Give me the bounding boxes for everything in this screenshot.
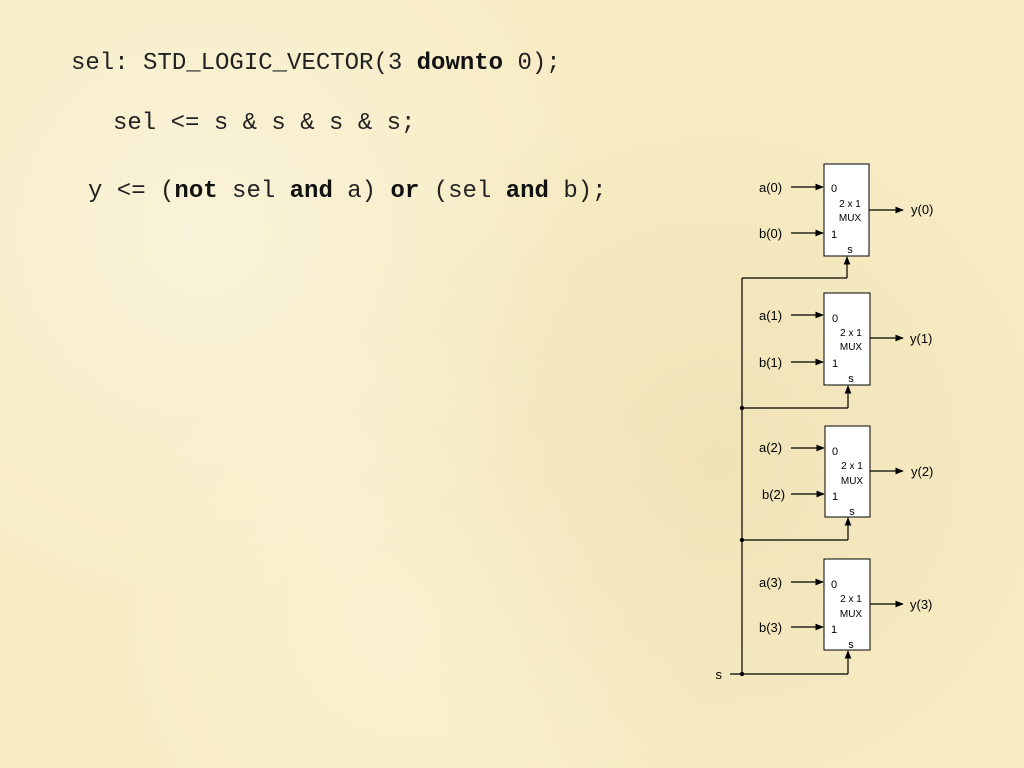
input-0-marker: 0 bbox=[832, 446, 838, 458]
code-text: sel bbox=[217, 178, 290, 205]
code-line-sel-declaration: sel: STD_LOGIC_VECTOR(3 downto 0); bbox=[71, 50, 561, 77]
input-a-label: a(2) bbox=[759, 440, 782, 455]
code-text: sel: STD_LOGIC_VECTOR(3 bbox=[71, 50, 417, 77]
input-b-label: b(0) bbox=[759, 226, 782, 241]
select-pin-label: s bbox=[848, 373, 854, 385]
mux-box bbox=[824, 425, 871, 518]
mux-type-name: MUX bbox=[840, 609, 863, 620]
mux-type-name: MUX bbox=[839, 213, 862, 224]
mux-type-size: 2 x 1 bbox=[839, 199, 861, 210]
junction-dot bbox=[739, 405, 745, 411]
keyword-or: or bbox=[390, 178, 420, 205]
code-line-sel-assignment: sel <= s & s & s & s; bbox=[113, 110, 416, 137]
code-text: (sel bbox=[419, 178, 506, 205]
input-1-marker: 1 bbox=[832, 491, 838, 503]
input-b-label: b(3) bbox=[759, 620, 782, 635]
output-y-label: y(1) bbox=[910, 331, 932, 346]
input-1-marker: 1 bbox=[831, 229, 837, 241]
code-text: b); bbox=[548, 178, 607, 205]
mux-box bbox=[823, 558, 871, 651]
keyword-downto: downto bbox=[416, 50, 504, 77]
mux-type-size: 2 x 1 bbox=[840, 594, 862, 605]
input-1-marker: 1 bbox=[832, 358, 838, 370]
code-text: 0); bbox=[503, 50, 561, 77]
output-y-label: y(0) bbox=[911, 202, 933, 217]
input-b-label: b(1) bbox=[759, 355, 782, 370]
code-text: a) bbox=[332, 178, 391, 205]
input-a-label: a(0) bbox=[759, 180, 782, 195]
select-pin-label: s bbox=[848, 639, 854, 651]
select-pin-label: s bbox=[849, 506, 855, 518]
mux-1: a(1) b(1) y(1) 0 1 2 x 1 MUX s bbox=[759, 292, 932, 408]
keyword-not: not bbox=[174, 178, 218, 205]
select-input-label: s bbox=[716, 667, 723, 682]
input-0-marker: 0 bbox=[831, 579, 837, 591]
junction-dot bbox=[739, 671, 745, 677]
mux-2: a(2) b(2) y(2) 0 1 2 x 1 MUX s bbox=[759, 425, 933, 540]
code-text: y <= ( bbox=[88, 178, 175, 205]
keyword-and: and bbox=[505, 178, 549, 205]
code-line-y-assignment: y <= (not sel and a) or (sel and b); bbox=[88, 178, 607, 205]
select-bus bbox=[730, 277, 848, 675]
input-a-label: a(1) bbox=[759, 308, 782, 323]
select-pin-label: s bbox=[847, 244, 853, 256]
mux-box bbox=[823, 163, 870, 257]
mux-type-size: 2 x 1 bbox=[840, 328, 862, 339]
keyword-and: and bbox=[289, 178, 333, 205]
mux-3: a(3) b(3) y(3) 0 1 2 x 1 MUX s bbox=[759, 558, 932, 674]
mux-box bbox=[823, 292, 871, 386]
input-0-marker: 0 bbox=[832, 313, 838, 325]
mux-type-size: 2 x 1 bbox=[841, 461, 863, 472]
input-0-marker: 0 bbox=[831, 183, 837, 195]
mux-0: a(0) b(0) y(0) 0 1 2 x 1 MUX s bbox=[759, 163, 933, 278]
input-a-label: a(3) bbox=[759, 575, 782, 590]
junction-dot bbox=[739, 537, 745, 543]
input-b-label: b(2) bbox=[762, 487, 785, 502]
output-y-label: y(2) bbox=[911, 464, 933, 479]
input-1-marker: 1 bbox=[831, 624, 837, 636]
mux-type-name: MUX bbox=[841, 476, 864, 487]
mux-type-name: MUX bbox=[840, 342, 863, 353]
output-y-label: y(3) bbox=[910, 597, 932, 612]
